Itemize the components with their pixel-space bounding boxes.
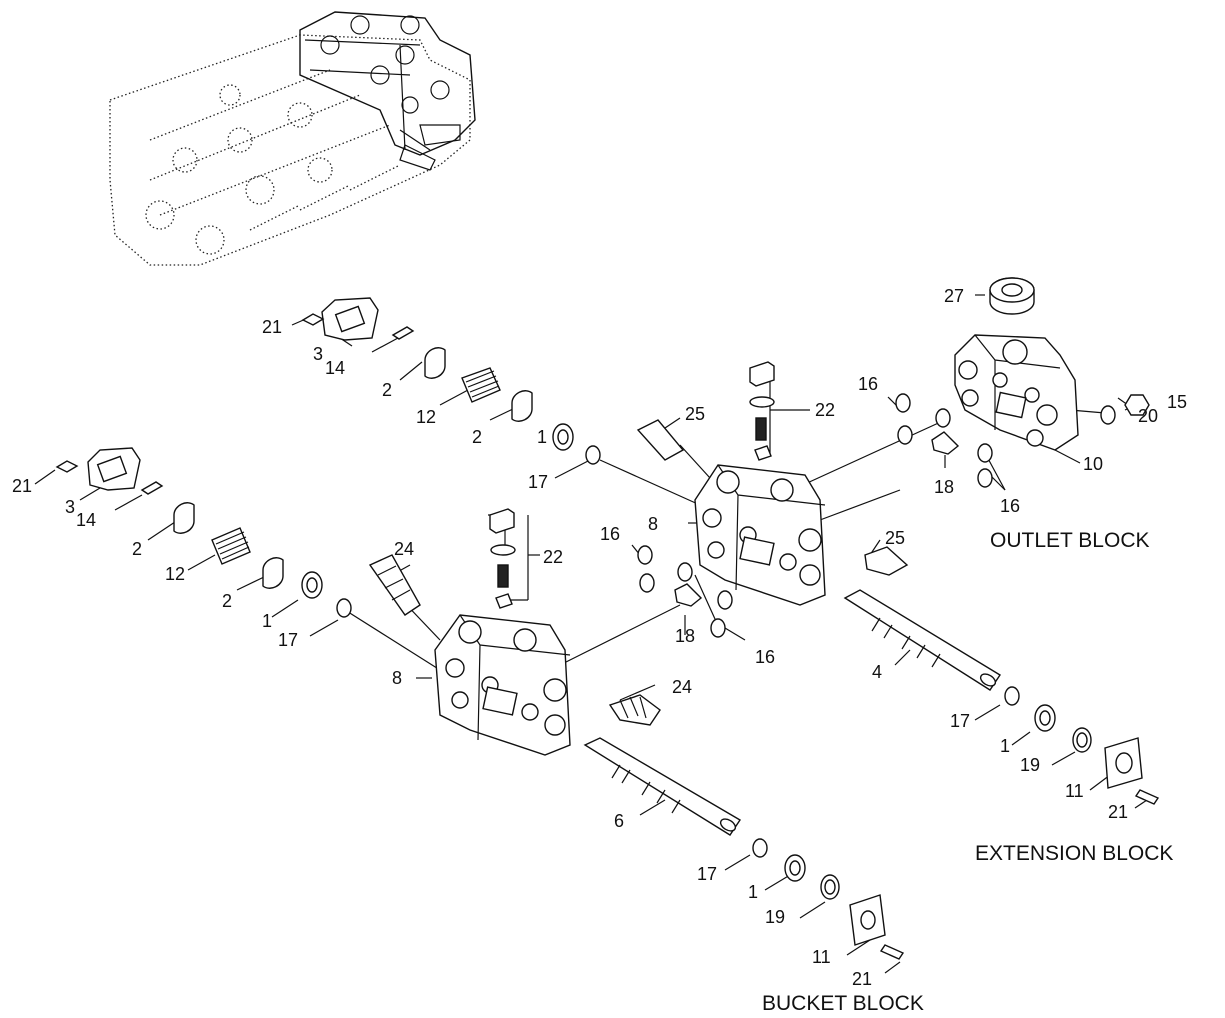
callout-8: 8	[392, 668, 402, 688]
overview-assembly	[109, 11, 476, 266]
extension-block-parts	[636, 361, 1160, 805]
washer-20	[1100, 405, 1116, 425]
callout-15: 15	[1167, 392, 1187, 412]
callout-18: 18	[675, 626, 695, 646]
callout-25: 25	[685, 404, 705, 424]
bucket-block-title: BUCKET BLOCK	[762, 992, 924, 1015]
callout-16: 16	[755, 647, 775, 667]
callout-21: 21	[1108, 802, 1128, 822]
callout-12: 12	[165, 564, 185, 584]
callout-27: 27	[944, 286, 964, 306]
callout-21: 21	[852, 969, 872, 989]
callout-24: 24	[394, 539, 414, 559]
plug-group-22b	[749, 361, 775, 461]
callout-25: 25	[885, 528, 905, 548]
callout-3: 3	[65, 497, 75, 517]
callout-4: 4	[872, 662, 882, 682]
extension-block-title: EXTENSION BLOCK	[975, 842, 1173, 865]
callout-21: 21	[12, 476, 32, 496]
block-titles: OUTLET BLOCK EXTENSION BLOCK BUCKET BLOC…	[762, 529, 1173, 1015]
callout-20: 20	[1138, 406, 1158, 426]
outlet-block-parts	[954, 277, 1150, 451]
callout-14: 14	[325, 358, 345, 378]
oring-17-upper	[585, 445, 601, 465]
callout-17: 17	[950, 711, 970, 731]
screw-21-lower	[55, 460, 79, 473]
upper-spool-cap-group	[301, 297, 601, 465]
callout-18: 18	[934, 477, 954, 497]
relief-valve-25a	[636, 419, 685, 461]
spring-seat-2d	[262, 557, 284, 589]
callout-1: 1	[262, 611, 272, 631]
oring-16d	[935, 408, 951, 428]
callout-2: 2	[222, 591, 232, 611]
lower-spool-cap-group	[55, 447, 352, 618]
callout-19: 19	[1020, 755, 1040, 775]
section-body-8a	[434, 614, 571, 756]
bucket-block-parts	[368, 508, 905, 960]
callout-numbers: 21 3 14 2 12 2 1 17 21 3 14 2 12 2 1 17 …	[12, 286, 1187, 989]
callout-10: 10	[1083, 454, 1103, 474]
spring-seat-2a	[424, 347, 446, 379]
spring-12-lower	[211, 527, 251, 565]
gasket-18a	[674, 583, 703, 607]
callout-17: 17	[528, 472, 548, 492]
callout-1: 1	[1000, 736, 1010, 756]
callout-17: 17	[697, 864, 717, 884]
oring-16c	[895, 393, 911, 413]
oring-16a	[637, 545, 653, 565]
callout-16: 16	[600, 524, 620, 544]
callout-8: 8	[648, 514, 658, 534]
screw-21-upper	[301, 313, 325, 326]
oring-17-lower	[336, 598, 352, 618]
callout-2: 2	[472, 427, 482, 447]
callout-1: 1	[537, 427, 547, 447]
leader-lines	[34, 294, 1151, 974]
nut-15	[1124, 394, 1150, 416]
spring-seat-2c	[173, 502, 195, 534]
relief-valve-25b	[864, 546, 909, 576]
callout-22: 22	[543, 547, 563, 567]
spool-4	[843, 589, 1001, 691]
spool-6	[583, 737, 741, 836]
pin-14-upper	[391, 326, 415, 340]
callout-17: 17	[278, 630, 298, 650]
plug-27	[989, 277, 1035, 315]
callout-1: 1	[748, 882, 758, 902]
callout-24: 24	[672, 677, 692, 697]
screw-21d	[1134, 789, 1160, 805]
callout-2: 2	[382, 380, 392, 400]
oring-17d	[1004, 686, 1020, 706]
callout-12: 12	[416, 407, 436, 427]
callout-22: 22	[815, 400, 835, 420]
callout-16: 16	[1000, 496, 1020, 516]
callout-3: 3	[313, 344, 323, 364]
callout-11: 11	[1065, 781, 1084, 801]
relief-valve-24a	[368, 554, 421, 616]
callout-14: 14	[76, 510, 96, 530]
callout-2: 2	[132, 539, 142, 559]
pin-14-lower	[140, 481, 164, 495]
screw-21c	[879, 944, 905, 960]
callout-11: 11	[812, 947, 831, 967]
callout-6: 6	[614, 811, 624, 831]
spring-12-upper	[461, 367, 501, 403]
oring-16b	[677, 562, 693, 582]
section-body-8b	[694, 464, 826, 606]
outlet-block-title: OUTLET BLOCK	[990, 529, 1150, 552]
spring-seat-2b	[511, 390, 533, 422]
callout-19: 19	[765, 907, 785, 927]
oring-17c	[752, 838, 768, 858]
callout-16: 16	[858, 374, 878, 394]
callout-21: 21	[262, 317, 282, 337]
gasket-18b	[931, 431, 960, 455]
plug-group-22a	[489, 508, 516, 609]
